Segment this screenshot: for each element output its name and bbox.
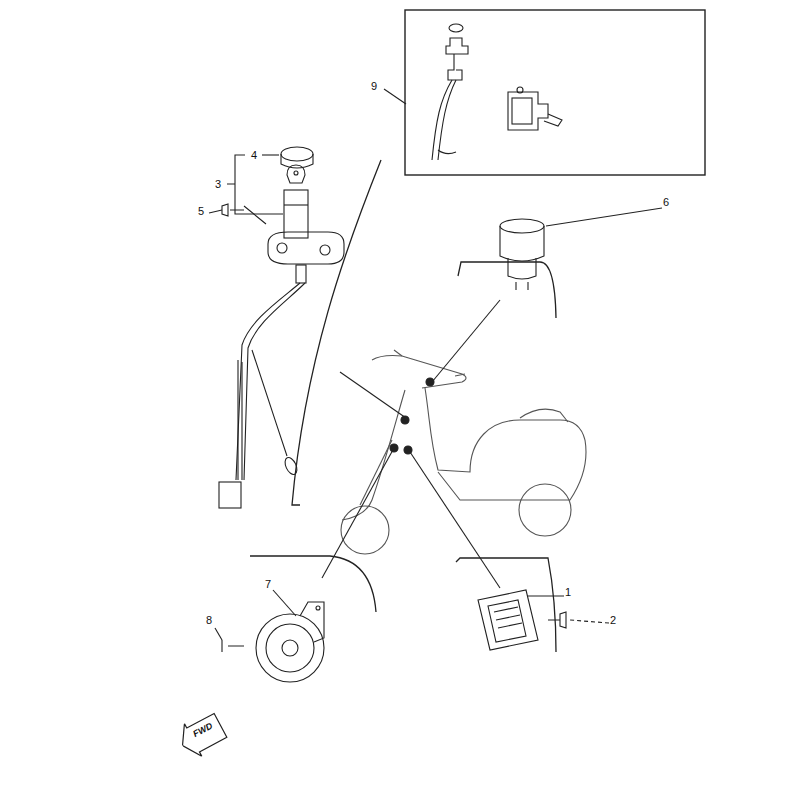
ignition-switch <box>219 147 344 508</box>
panel-outline <box>456 558 556 652</box>
callout-number: 9 <box>370 80 378 92</box>
leader-line <box>340 372 406 418</box>
callout-number: 6 <box>662 196 670 208</box>
callout-number: 2 <box>609 614 617 626</box>
leader-line <box>546 208 662 226</box>
callout-number: 1 <box>564 586 572 598</box>
scooter-outline <box>341 350 586 554</box>
leader-line <box>528 595 564 596</box>
direction-arrow: FWD <box>176 713 227 757</box>
callout-number: 4 <box>250 149 258 161</box>
panel-outline <box>458 262 556 318</box>
panel-outline <box>292 160 381 505</box>
leader-line <box>273 590 296 616</box>
regulator <box>478 590 566 650</box>
bracket <box>227 155 283 214</box>
horn <box>222 602 324 682</box>
panel-outline <box>250 556 376 612</box>
leader-line <box>262 154 279 155</box>
leader-line <box>570 620 609 623</box>
callout-number: 3 <box>214 178 222 190</box>
leader-line <box>432 300 500 382</box>
callout-number: 7 <box>264 578 272 590</box>
cylinder-part <box>500 219 544 290</box>
arrow-shape <box>174 709 229 762</box>
callout-number: 5 <box>197 205 205 217</box>
switch-assembly <box>432 24 562 160</box>
leader-line <box>410 452 500 588</box>
leader-line <box>209 210 222 213</box>
callout-number: 8 <box>205 614 213 626</box>
leader-line <box>384 89 406 104</box>
inset-frame <box>405 10 705 175</box>
leader-line <box>215 628 222 640</box>
leader-line <box>322 448 394 578</box>
